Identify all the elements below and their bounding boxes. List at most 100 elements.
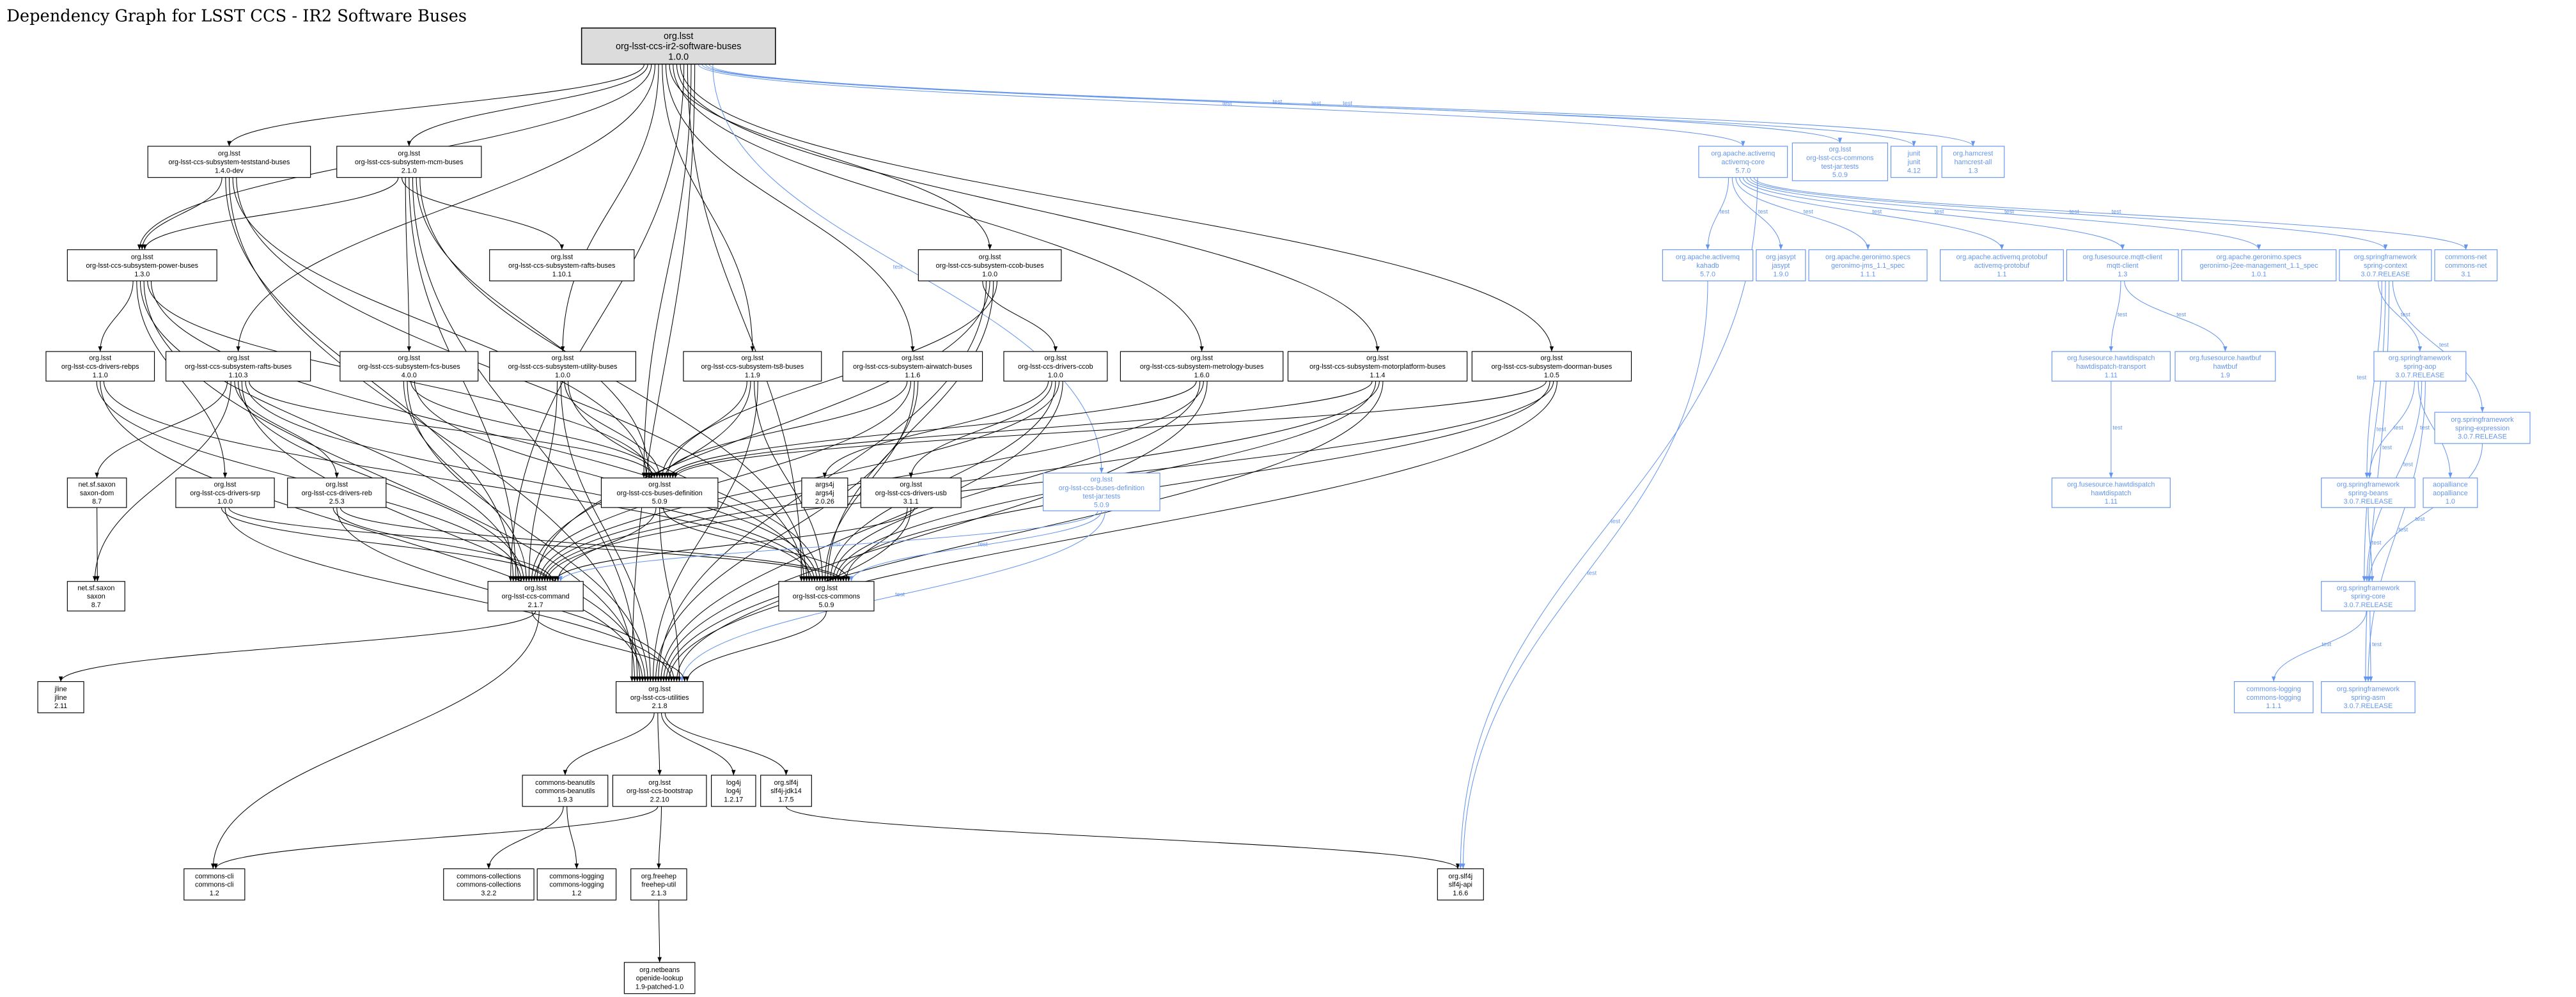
edge-label-test: test: [2377, 426, 2386, 433]
node-label-line: org-lsst-ccs-subsystem-ccob-buses: [936, 262, 1044, 270]
node-box: [287, 477, 387, 508]
node-motor[interactable]: org.lsstorg-lsst-ccs-subsystem-motorplat…: [1287, 351, 1468, 382]
node-fcs[interactable]: org.lsstorg-lsst-ccs-subsystem-fcs-buses…: [340, 351, 479, 382]
edge-doorman-to-busdef: [673, 381, 1547, 478]
node-gjms[interactable]: org.apache.geronimo.specsgeronimo-jms_1.…: [1808, 249, 1928, 282]
node-busdeftest[interactable]: org.lsstorg-lsst-ccs-buses-definitiontes…: [1043, 472, 1160, 511]
edge-motor-to-command: [542, 381, 1380, 582]
node-label-line: org-lsst-ccs-command: [502, 593, 570, 601]
node-root[interactable]: org.lsstorg-lsst-ccs-ir2-software-buses1…: [581, 27, 776, 65]
node-label-line: 1.0: [2446, 498, 2455, 506]
node-box: [443, 868, 535, 900]
node-protobuf[interactable]: org.apache.activemq.protobufactivemq-pro…: [1940, 249, 2064, 282]
node-label-line: activemq-protobuf: [1974, 262, 2030, 270]
node-box: [1890, 146, 1938, 178]
node-rafts1103[interactable]: org.lsstorg-lsst-ccs-subsystem-rafts-bus…: [165, 351, 311, 382]
node-box: [600, 477, 719, 508]
node-sbeans[interactable]: org.springframeworkspring-beans3.0.7.REL…: [2321, 477, 2416, 508]
node-label-line: org.slf4j: [774, 779, 799, 787]
node-hdt[interactable]: org.fusesource.hawtdispatchhawtdispatch-…: [2051, 351, 2171, 382]
node-coll[interactable]: commons-collectionscommons-collections3.…: [443, 868, 535, 900]
node-airwatch[interactable]: org.lsstorg-lsst-ccs-subsystem-airwatch-…: [842, 351, 983, 382]
node-label-line: jline: [54, 685, 66, 693]
node-label-line: org.lsst: [398, 355, 420, 362]
node-label-line: org.lsst: [552, 355, 574, 362]
node-ccob[interactable]: org.lsstorg-lsst-ccs-subsystem-ccob-buse…: [917, 249, 1062, 282]
node-sasm[interactable]: org.springframeworkspring-asm3.0.7.RELEA…: [2321, 681, 2416, 713]
node-j2ee[interactable]: org.apache.geronimo.specsgeronimo-j2ee-m…: [2181, 249, 2337, 282]
node-label-line: spring-context: [2364, 262, 2407, 270]
node-label-line: org-lsst-ccs-subsystem-teststand-buses: [168, 158, 290, 166]
node-label-line: commons-logging: [2247, 694, 2301, 702]
node-hd[interactable]: org.fusesource.hawtdispatchhawtdispatch1…: [2051, 477, 2171, 508]
node-teststand[interactable]: org.lsstorg-lsst-ccs-subsystem-teststand…: [147, 146, 311, 178]
edge-label-test: test: [2070, 208, 2079, 215]
node-box: [2321, 477, 2416, 508]
node-label-line: 1.1.9: [745, 371, 760, 379]
edge-busdeftest-to-utilities: [680, 511, 1106, 682]
node-sctx[interactable]: org.springframeworkspring-context3.0.7.R…: [2339, 249, 2432, 282]
node-sexpr[interactable]: org.springframeworkspring-expression3.0.…: [2434, 412, 2531, 444]
node-label-line: org.springframework: [2354, 254, 2417, 261]
node-label-line: org-lsst-ccs-subsystem-mcm-buses: [355, 158, 464, 166]
node-ccstest[interactable]: org.lsstorg-lsst-ccs-commonstest-jar:tes…: [1791, 143, 1888, 182]
node-openide[interactable]: org.netbeansopenide-lookup1.9-patched-1.…: [623, 962, 696, 994]
node-metrology[interactable]: org.lsstorg-lsst-ccs-subsystem-metrology…: [1120, 351, 1284, 382]
edge-srp-to-commons: [228, 507, 843, 582]
edge-score-to-sasm: [2368, 611, 2373, 682]
edge-ccob-to-command: [535, 281, 990, 582]
edge-power-to-rebps: [98, 281, 134, 352]
node-label-line: 5.7.0: [1735, 167, 1751, 174]
node-mcm[interactable]: org.lsstorg-lsst-ccs-subsystem-mcm-buses…: [336, 146, 482, 178]
node-label-line: aopalliance: [2433, 481, 2468, 488]
edge-amqcore-to-jasypt: [1731, 177, 1783, 250]
node-box: [2051, 477, 2171, 508]
node-power[interactable]: org.lsstorg-lsst-ccs-subsystem-power-bus…: [66, 249, 217, 282]
node-ts8[interactable]: org.lsstorg-lsst-ccs-subsystem-ts8-buses…: [683, 351, 822, 382]
edge-dccob-to-args4j: [822, 381, 1049, 478]
node-score[interactable]: org.springframeworkspring-core3.0.7.RELE…: [2321, 581, 2416, 612]
node-label-line: 3.1: [2461, 270, 2471, 278]
node-label-line: openide-lookup: [636, 975, 683, 982]
edge-rafts1103-to-busdef: [249, 381, 657, 478]
node-rafts1101[interactable]: org.lsstorg-lsst-ccs-subsystem-rafts-bus…: [489, 249, 635, 282]
node-utility[interactable]: org.lsstorg-lsst-ccs-subsystem-utility-b…: [489, 351, 636, 382]
node-label-line: 1.0.0: [982, 270, 997, 278]
node-busdef[interactable]: org.lsstorg-lsst-ccs-buses-definition5.0…: [600, 477, 719, 508]
node-label-line: 1.0.0: [668, 52, 689, 63]
node-saop[interactable]: org.springframeworkspring-aop3.0.7.RELEA…: [2373, 351, 2467, 382]
edge-label-test: test: [893, 263, 903, 270]
node-doorman[interactable]: org.lsstorg-lsst-ccs-subsystem-doorman-b…: [1471, 351, 1632, 382]
